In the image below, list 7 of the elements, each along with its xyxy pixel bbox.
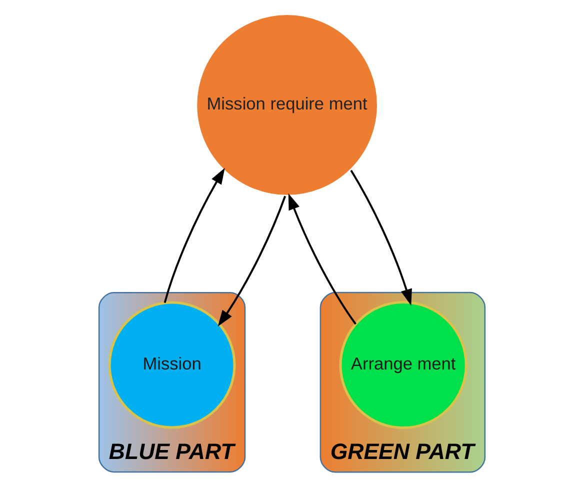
- arrow: [164, 167, 225, 302]
- arrow: [218, 195, 286, 326]
- node-circle: Arrange ment: [339, 300, 468, 429]
- node-circle: Mission: [108, 300, 236, 428]
- node-circle: Mission require ment: [194, 12, 380, 197]
- arrow: [350, 169, 412, 306]
- arrow: [288, 192, 356, 324]
